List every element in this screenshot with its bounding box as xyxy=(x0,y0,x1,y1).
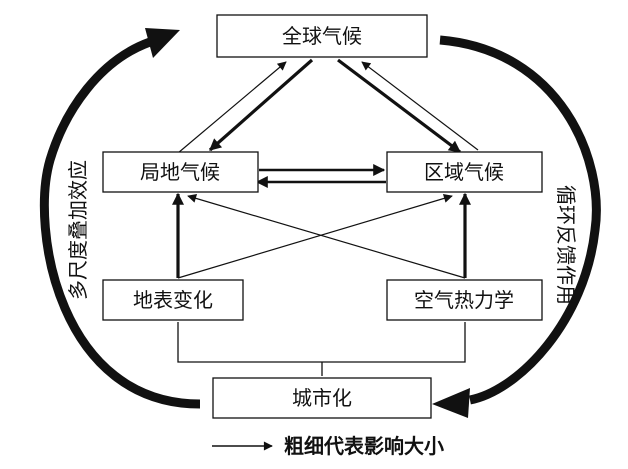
node-global: 全球气候 xyxy=(216,14,428,58)
node-thermo-label: 空气热力学 xyxy=(414,288,514,312)
node-regional: 区域气候 xyxy=(386,151,543,193)
node-surface-label: 地表变化 xyxy=(133,288,213,312)
side-label-left: 多尺度叠加效应 xyxy=(66,160,90,300)
arrow-thermo-to-local xyxy=(187,193,466,279)
urban-connector-line xyxy=(177,322,466,363)
node-local-label: 局地气候 xyxy=(140,160,220,184)
node-global-label: 全球气候 xyxy=(282,24,362,48)
arrow-regional-to-global xyxy=(361,61,479,151)
left-cycle-arrow xyxy=(39,37,201,409)
right-cycle-arrowhead xyxy=(432,388,470,418)
node-surface: 地表变化 xyxy=(102,279,244,321)
node-urban: 城市化 xyxy=(212,377,432,419)
arrow-local-to-global xyxy=(177,61,287,154)
arrow-global-to-local xyxy=(208,58,314,152)
arrow-global-to-regional xyxy=(337,58,461,154)
node-regional-label: 区域气候 xyxy=(424,160,504,184)
node-local: 局地气候 xyxy=(102,151,259,193)
node-thermo: 空气热力学 xyxy=(386,279,543,321)
legend-label: 粗细代表影响大小 xyxy=(284,434,444,458)
right-cycle-arrow xyxy=(439,35,601,405)
node-urban-label: 城市化 xyxy=(292,386,352,410)
left-cycle-arrowhead xyxy=(145,28,180,58)
arrow-surface-to-regional xyxy=(177,194,453,279)
side-label-right: 循环反馈作用 xyxy=(554,185,578,305)
